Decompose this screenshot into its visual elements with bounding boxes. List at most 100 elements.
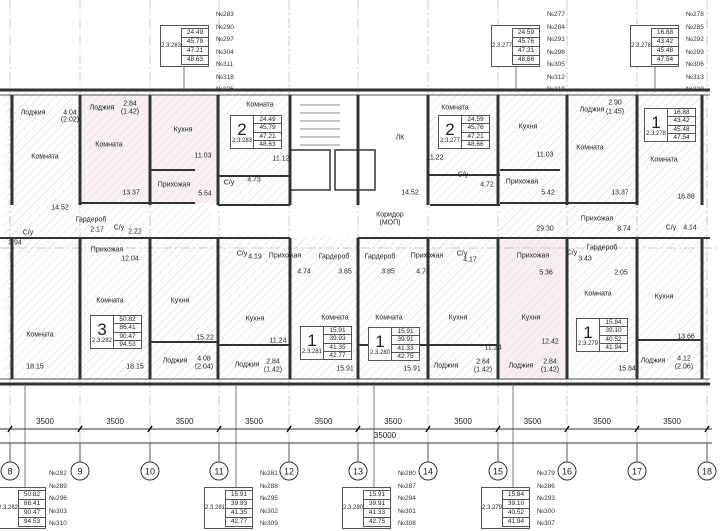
callout-code: 2.3.277: [491, 43, 513, 49]
room-label: Лоджия: [508, 362, 534, 370]
apartment-number: №289: [49, 482, 67, 490]
apartment-number: №290: [216, 23, 234, 31]
room-label: 4.12: [677, 355, 691, 363]
room-label: 4.72: [480, 181, 494, 189]
room-label: С/у: [113, 224, 125, 232]
room-label: (1.42): [120, 108, 140, 116]
area-value: 24.59: [461, 116, 489, 125]
room-label: Кухня: [521, 314, 541, 322]
apartment-number: №320: [686, 86, 704, 93]
axis-bubble: 11: [209, 461, 229, 481]
area-value: 48.63: [253, 140, 281, 148]
room-label: 11.03: [536, 151, 554, 159]
apartment-number: №319: [547, 86, 565, 93]
room-label: 11.24: [269, 337, 287, 345]
room-label: Комната: [576, 144, 604, 152]
dimension-span: 3500: [175, 417, 194, 426]
room-label: Кухня: [245, 315, 265, 323]
axis-bubble: 8: [0, 461, 20, 481]
dimension-tick: [425, 425, 431, 433]
room-label: 11.03: [194, 152, 212, 160]
apartment-number: №277: [547, 11, 565, 18]
room-label: 2.05: [614, 269, 628, 277]
apartment-number: №288: [260, 482, 278, 490]
room-count: 2: [237, 119, 247, 139]
room-label: Кухня: [170, 297, 190, 305]
dimension-tick: [7, 425, 13, 433]
room-label: Прихожая: [268, 252, 302, 260]
room-label: С/у: [456, 250, 468, 258]
dimension-span: 3500: [663, 417, 681, 426]
room-label: Гардероб: [364, 253, 396, 261]
room-label: 13.66: [677, 333, 695, 341]
room-label: С/у: [22, 229, 34, 237]
room-label: С/у: [236, 250, 248, 258]
room-label: 2.84: [123, 100, 137, 108]
apartment-number: №301: [398, 507, 416, 515]
unit-code: 2.3.281: [301, 348, 323, 355]
room-label: 5.42: [541, 189, 555, 197]
callout-area: 42.75: [363, 517, 390, 527]
room-label: 2.22: [128, 228, 142, 236]
axis-bubble: 10: [140, 461, 160, 481]
axis-bubble: 18: [697, 461, 717, 481]
area-value: 15.91: [391, 328, 419, 337]
callout-area: 94.53: [18, 517, 45, 527]
apartment-number: №299: [686, 48, 704, 56]
room-count: 1: [375, 331, 385, 351]
room-label: (2.04): [194, 363, 214, 371]
room-label: 2.84: [543, 358, 557, 366]
callout-area: 41.94: [502, 517, 529, 527]
dimension-tick: [216, 425, 222, 433]
room-label: С/у: [223, 179, 235, 187]
room-label: Комната: [95, 141, 123, 149]
room-label: Прихожая: [410, 252, 444, 260]
dimension-tick: [495, 425, 501, 433]
dimension-span: 3500: [245, 417, 263, 426]
dimension-span: 3500: [36, 417, 54, 426]
apartment-number: №281: [260, 470, 278, 477]
room-label: Гардероб: [318, 253, 350, 261]
room-label: 4.19: [248, 253, 262, 261]
apartment-number: №287: [398, 482, 416, 490]
apartment-number: №285: [686, 23, 704, 31]
room-label: 15.22: [196, 334, 214, 342]
room-label: 3.85: [338, 268, 352, 276]
room-label: Кухня: [654, 293, 674, 301]
apartment-number: №310: [49, 520, 67, 527]
dimension-tick: [147, 425, 153, 433]
room-label: 4.74: [416, 268, 430, 276]
room-label: Комната: [31, 153, 59, 161]
area-value: 47.21: [461, 132, 489, 141]
room-label: Комната: [584, 290, 612, 298]
room-label: Комната: [375, 314, 403, 322]
area-value: 41.33: [391, 344, 419, 353]
room-label: 5.36: [539, 269, 553, 277]
apartment-numbers: №281№288№295№302№309№316№323: [260, 468, 278, 531]
callout-area: 48.63: [181, 55, 208, 65]
area-value: 39.91: [391, 336, 419, 345]
room-label: Прихожая: [516, 252, 550, 260]
dimension-tick: [634, 425, 640, 433]
apartment-number: №304: [216, 48, 234, 56]
apartment-numbers: №280№287№294№301№308№315№322: [398, 468, 416, 531]
room-label: 8.74: [617, 225, 631, 233]
dimension-span: 3500: [523, 417, 542, 426]
apartment-number: №298: [547, 48, 565, 56]
dimension-span: 3500: [106, 417, 124, 426]
room-count: 1: [583, 322, 593, 342]
area-value: 39.10: [599, 327, 627, 336]
apartment-number: №282: [49, 470, 67, 477]
room-label: ЛК: [395, 134, 405, 142]
unit-code: 2.3.283: [231, 137, 253, 144]
